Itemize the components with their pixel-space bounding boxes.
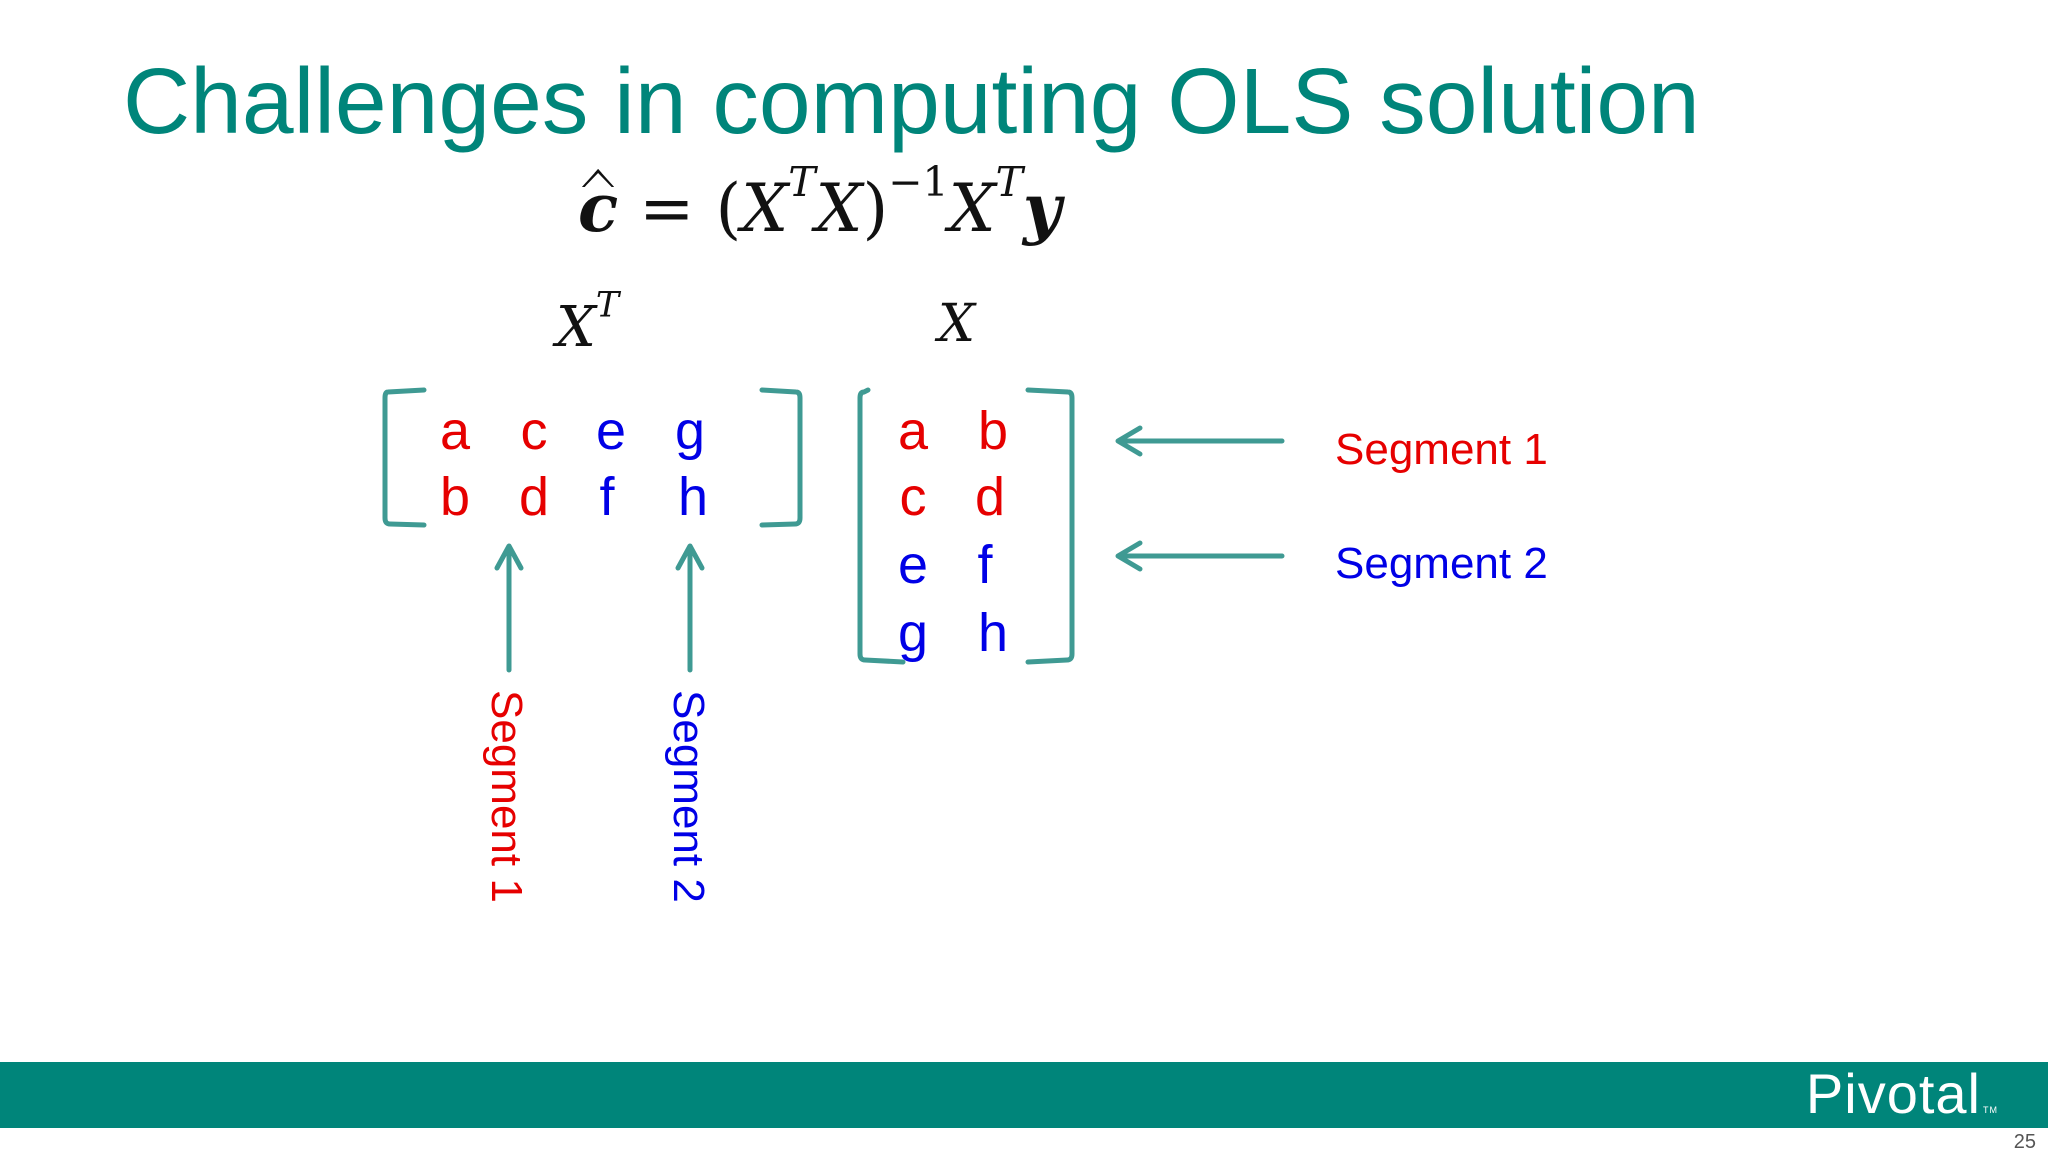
x-left-bracket (857, 387, 906, 665)
segment1-row-label: Segment 1 (1335, 425, 1548, 474)
arrow-segment1-head (1115, 425, 1143, 457)
x-cell: c (899, 467, 927, 527)
arrow-col-segment2-head (675, 543, 705, 571)
x-cell: e (897, 535, 929, 595)
xt-cell: f (599, 467, 615, 527)
arrow-segment2-head (1115, 540, 1143, 572)
matrix-x-label: X (938, 294, 976, 354)
formula-c-hat: c (578, 169, 619, 247)
ols-formula: c = (XTX)−1XTy (578, 162, 1061, 247)
x-right-bracket (1025, 387, 1075, 665)
formula-equals: = ( (618, 170, 742, 247)
segment1-column-label: Segment 1 (482, 690, 531, 903)
xt-cell: d (518, 467, 550, 527)
x-cell: b (977, 401, 1009, 461)
matrix-xt-label: XT (556, 285, 620, 360)
x-cell: a (897, 401, 929, 461)
xt-cell: a (439, 401, 471, 461)
xt-cell: c (520, 401, 548, 461)
slide-title: Challenges in computing OLS solution (123, 49, 1700, 153)
segment2-row-label: Segment 2 (1335, 539, 1548, 588)
xt-right-bracket (759, 387, 803, 528)
formula-inverse: −1 (888, 158, 949, 207)
xt-cell: e (595, 401, 627, 461)
x-cell: d (974, 467, 1006, 527)
xt-cell: g (674, 401, 706, 461)
x-cell: h (977, 603, 1009, 663)
formula-y: y (1022, 169, 1062, 247)
x-cell: g (897, 603, 929, 663)
arrow-col-segment1-head (494, 543, 524, 571)
page-number: 25 (2013, 1131, 2036, 1153)
formula-t1: T (788, 158, 816, 207)
xt-cell: h (677, 467, 709, 527)
xt-left-bracket (382, 387, 427, 528)
formula-x3: X (948, 170, 996, 247)
xt-cell: b (439, 467, 471, 527)
segment2-column-label: Segment 2 (664, 690, 713, 903)
formula-x2: X (815, 170, 863, 247)
x-cell: f (977, 535, 993, 595)
footer-bar (0, 1062, 2048, 1128)
formula-t2: T (995, 158, 1023, 207)
formula-x1: X (741, 170, 789, 247)
formula-close-paren: ) (862, 170, 889, 247)
